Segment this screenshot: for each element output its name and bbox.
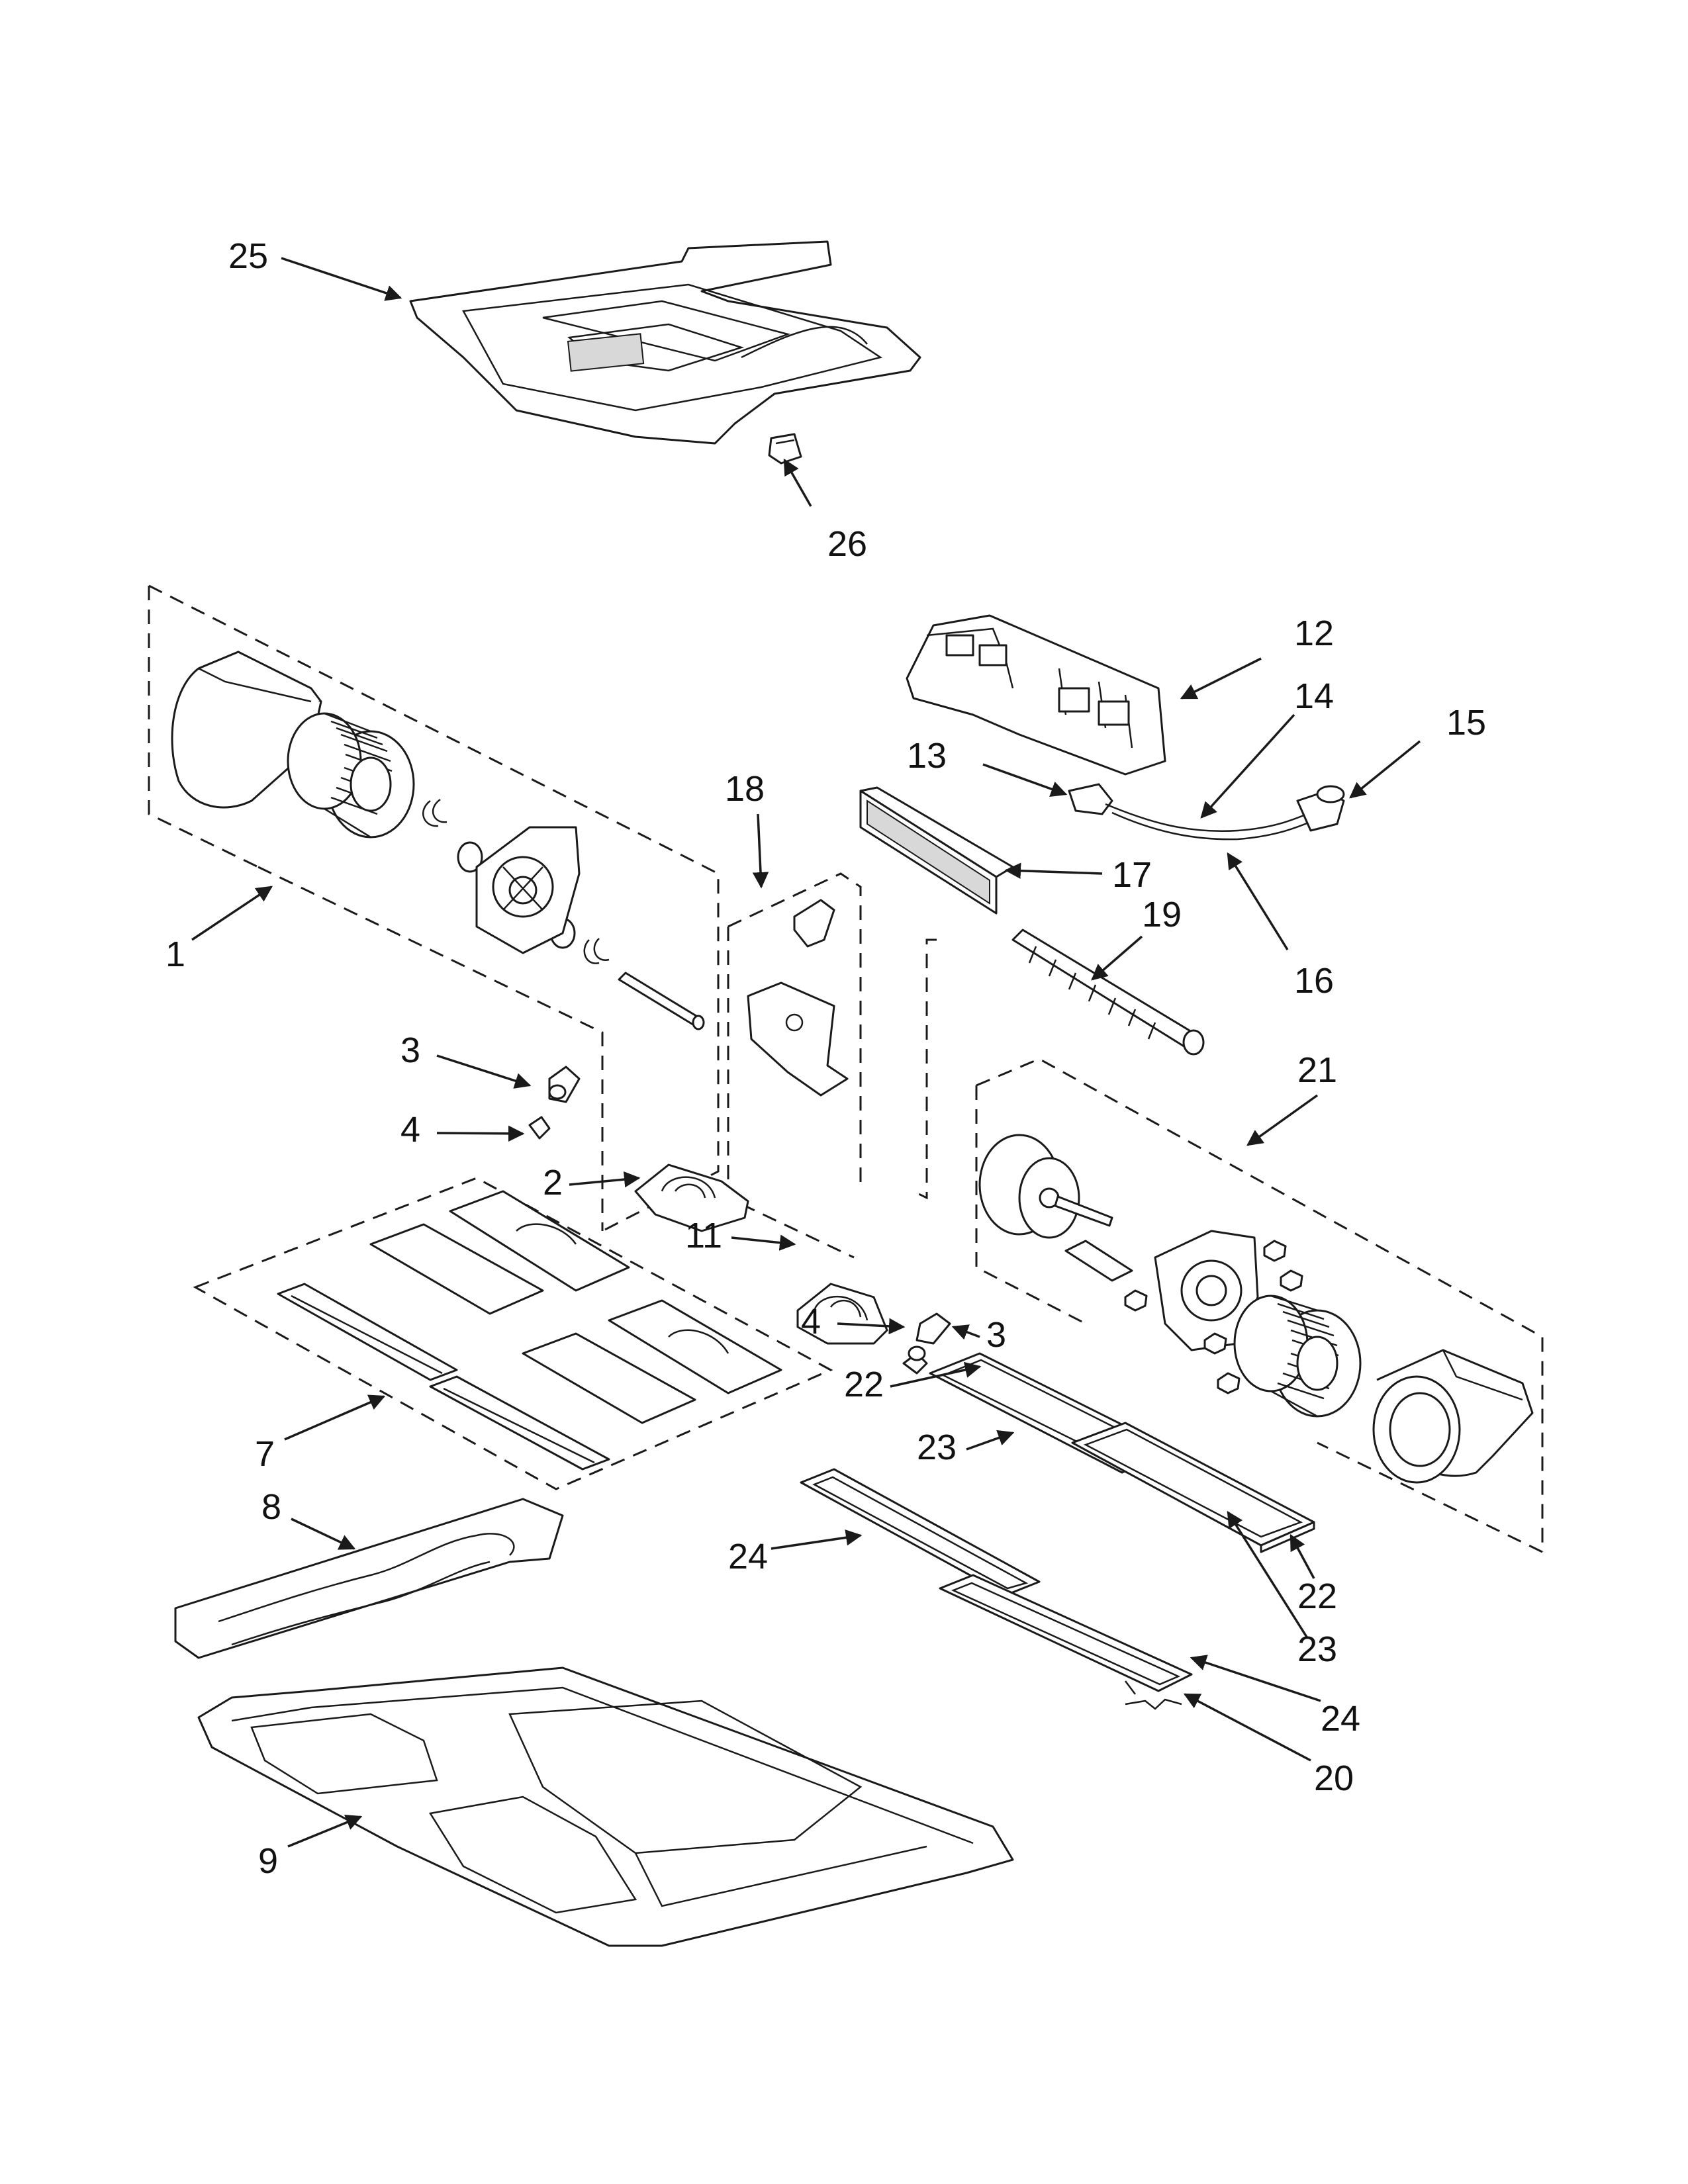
- assembly-right-blower: [975, 1058, 1544, 1553]
- callout-23-right: 23: [1297, 1629, 1337, 1669]
- part-shaft-left: [618, 972, 705, 1030]
- callout-1: 1: [165, 934, 185, 974]
- callout-20: 20: [1314, 1758, 1354, 1798]
- part-mounting-nuts: [1124, 1240, 1303, 1394]
- callout-4-right: 4: [801, 1302, 821, 1342]
- callout-24-left: 24: [728, 1537, 768, 1576]
- part-clip: [768, 433, 802, 465]
- part-control-bracket: [906, 614, 1166, 776]
- part-pivot-pin-right: [902, 1312, 951, 1375]
- callout-labels: 25 26 12 14 15 13 18 17 19 16 1 3 4 2 21…: [165, 236, 1486, 1881]
- part-blower-housing-left: [171, 651, 322, 809]
- callout-26: 26: [827, 524, 867, 564]
- part-filter-retainer-left: [800, 1468, 1041, 1596]
- callout-11: 11: [685, 1216, 722, 1255]
- part-pivot-pin-left: [528, 1066, 581, 1140]
- callout-8: 8: [261, 1487, 281, 1527]
- part-filter-frame: [277, 1283, 458, 1381]
- callout-24-right: 24: [1321, 1699, 1360, 1739]
- callout-17: 17: [1112, 855, 1152, 895]
- callout-23-left: 23: [917, 1428, 957, 1467]
- assembly-charcoal-filters: [193, 1177, 833, 1490]
- part-filter-sheet: [369, 1223, 544, 1315]
- part-filter-sheet: [522, 1332, 696, 1424]
- part-filter-sheet: [449, 1190, 630, 1292]
- part-grease-filter-plate: [859, 786, 1014, 915]
- callout-3-right: 3: [986, 1315, 1006, 1355]
- part-grease-filter-right: [1071, 1422, 1315, 1553]
- part-filter-retainer-right: [939, 1574, 1193, 1695]
- callout-21: 21: [1297, 1050, 1337, 1090]
- callout-13: 13: [907, 736, 947, 776]
- assembly-damper-bracket: [727, 872, 862, 1259]
- callout-4-left: 4: [400, 1110, 420, 1150]
- callout-12: 12: [1294, 614, 1334, 653]
- part-wiring-harness: [1068, 783, 1345, 841]
- callout-15: 15: [1446, 703, 1486, 743]
- callout-22-right: 22: [1297, 1576, 1337, 1616]
- part-blower-housing-right: [1372, 1349, 1534, 1484]
- part-bottom-panel: [197, 1666, 1014, 1947]
- part-motor-mount-left: [475, 826, 581, 954]
- callout-3-left: 3: [400, 1030, 420, 1070]
- part-filter-sheet: [608, 1299, 782, 1394]
- part-side-rail: [174, 1498, 564, 1659]
- part-motor-mount-right: [1154, 1230, 1259, 1351]
- part-filter-clip: [1125, 1698, 1182, 1710]
- part-blower-motor: [978, 1134, 1113, 1239]
- part-blower-wheel-right: [1233, 1295, 1362, 1418]
- callout-2: 2: [543, 1163, 563, 1203]
- part-damper-bracket: [747, 899, 849, 1097]
- connector-dash-center: [913, 938, 937, 1200]
- callout-16: 16: [1294, 961, 1334, 1001]
- callout-14: 14: [1294, 676, 1334, 716]
- callout-19: 19: [1142, 895, 1182, 934]
- leader-lines: [191, 257, 1421, 1848]
- part-damper-door-right: [796, 1283, 888, 1345]
- callout-25: 25: [228, 236, 268, 276]
- assembly-left-blower: [148, 584, 720, 1232]
- part-blower-wheel-left: [287, 712, 415, 839]
- callout-9: 9: [258, 1841, 278, 1881]
- part-damper-door: [634, 1163, 749, 1232]
- part-top-cover-panel: [409, 240, 921, 445]
- callout-18: 18: [725, 769, 765, 809]
- part-filter-frame: [429, 1375, 610, 1471]
- part-heating-rod: [1011, 929, 1205, 1056]
- callout-22-left: 22: [844, 1365, 884, 1404]
- callout-7: 7: [255, 1434, 275, 1474]
- part-motor-clip: [1064, 1240, 1133, 1282]
